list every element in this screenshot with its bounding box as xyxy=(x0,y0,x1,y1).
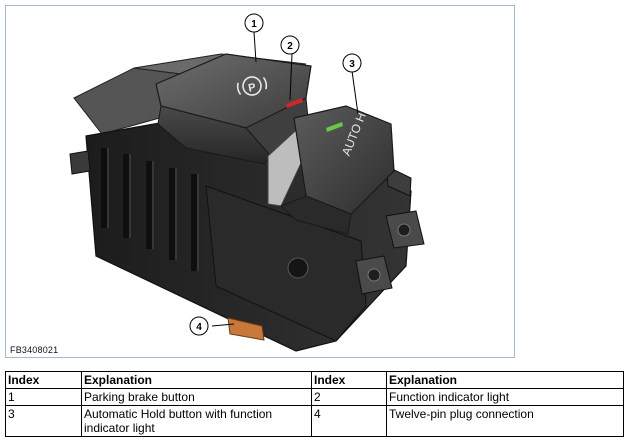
svg-text:4: 4 xyxy=(196,322,202,333)
housing-ribs xyxy=(101,148,197,271)
rib-highlights xyxy=(107,148,199,271)
parking-symbol-letter: P xyxy=(247,81,257,94)
table-header-row: Index Explanation Index Explanation xyxy=(5,371,624,389)
callout-1: 1 xyxy=(244,13,264,33)
header-index-2: Index xyxy=(311,371,387,389)
svg-text:3: 3 xyxy=(349,59,355,70)
figure-id: FB3408021 xyxy=(10,345,59,355)
table-cell: Automatic Hold button with function indi… xyxy=(81,405,312,437)
header-index-1: Index xyxy=(5,371,82,389)
table-cell: Function indicator light xyxy=(386,388,624,406)
callout-4: 4 xyxy=(189,316,209,336)
auto-hold-green-light xyxy=(326,122,343,132)
component-illustration: P AUTO H 1 2 3 xyxy=(5,5,515,358)
left-clip xyxy=(69,150,91,175)
table-cell: 1 xyxy=(5,388,82,406)
header-explanation-2: Explanation xyxy=(386,371,624,389)
table-cell: Twelve-pin plug connection xyxy=(386,405,624,437)
switch-drawing: P AUTO H 1 2 3 xyxy=(69,13,425,352)
table-row: 3 Automatic Hold button with function in… xyxy=(5,405,624,437)
table-cell: Parking brake button xyxy=(81,388,312,406)
callout-lines xyxy=(211,31,359,327)
svg-text:1: 1 xyxy=(251,19,257,30)
legend-table: Index Explanation Index Explanation 1 Pa… xyxy=(5,371,624,437)
auto-hold-front xyxy=(280,195,352,235)
housing-side xyxy=(205,185,367,342)
table-cell: 2 xyxy=(311,388,387,406)
table-row: 1 Parking brake button 2 Function indica… xyxy=(5,388,624,406)
callout-2: 2 xyxy=(280,35,300,55)
callout-3: 3 xyxy=(342,53,362,73)
function-indicator-light xyxy=(286,98,303,108)
header-explanation-1: Explanation xyxy=(81,371,312,389)
plug-connector xyxy=(227,317,265,341)
side-hole xyxy=(287,257,309,279)
table-cell: 4 xyxy=(311,405,387,437)
parking-symbol xyxy=(236,76,268,96)
svg-text:2: 2 xyxy=(287,41,293,52)
table-cell: 3 xyxy=(5,405,82,437)
